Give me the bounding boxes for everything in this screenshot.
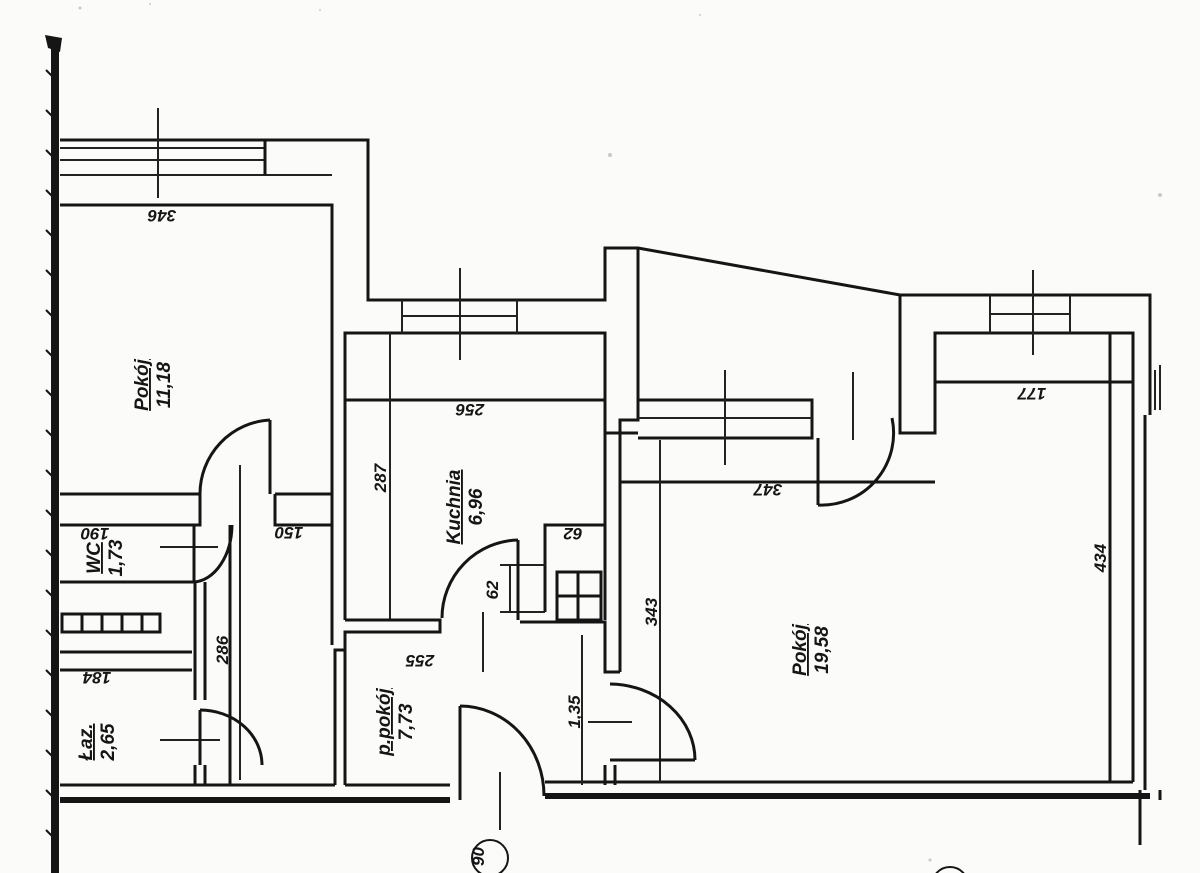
dim-434: 434 — [1091, 543, 1110, 573]
room-name-lazienka: Łaz. — [76, 724, 97, 762]
dim-346: 346 — [147, 206, 176, 225]
door-pokoj-big — [609, 682, 697, 762]
dim-256: 256 — [455, 400, 485, 419]
room-area-pokoj-top: 11,18 — [154, 362, 175, 409]
door-pokoj-top — [198, 418, 272, 495]
door-balcony — [816, 417, 896, 507]
dim-135: 1,35 — [565, 695, 584, 729]
dim-150: 150 — [274, 523, 303, 542]
dim-177: 177 — [1016, 384, 1046, 403]
dim-62-side: 62 — [483, 580, 502, 599]
doors — [192, 417, 896, 800]
room-name-przedpokoj: p.pokój — [374, 688, 395, 757]
room-area-pokoj-big: 19,58 — [812, 626, 833, 674]
room-name-pokoj-top: Pokój — [132, 358, 153, 410]
dim-287: 287 — [371, 462, 390, 493]
paper-texture — [78, 3, 1162, 862]
dimension-lines — [157, 108, 1034, 830]
room-area-kuchnia: 6,96 — [466, 488, 487, 525]
left-exterior-wall — [45, 35, 62, 873]
outer-walls — [60, 138, 1162, 845]
axis-label: 90 — [469, 847, 488, 866]
dim-62-top: 62 — [563, 524, 582, 543]
dim-190: 190 — [80, 524, 109, 543]
door-lazienka — [198, 708, 264, 766]
room-name-pokoj-big: Pokój — [790, 623, 811, 675]
room-name-kuchnia: Kuchnia — [444, 469, 465, 544]
interior-walls — [60, 492, 620, 785]
room-area-przedpokoj: 7,73 — [396, 703, 417, 740]
dim-343: 343 — [642, 597, 661, 626]
room-name-wc: WC — [84, 542, 105, 574]
room-area-lazienka: 2,65 — [98, 723, 119, 761]
axis-marker: 90 — [469, 839, 965, 873]
dim-255: 255 — [405, 651, 435, 670]
dim-286: 286 — [213, 635, 232, 665]
dim-347: 347 — [752, 480, 782, 499]
dimension-labels: 346 256 287 150 190 286 184 255 62 62 1,… — [80, 206, 1110, 729]
door-wc — [192, 524, 234, 584]
door-kuchnia — [440, 538, 520, 620]
door-entrance — [458, 704, 546, 800]
room-labels: Pokój 11,18 WC 1,73 Łaz. 2,65 p.pokój 7,… — [76, 358, 833, 761]
dim-184: 184 — [82, 668, 111, 687]
room-area-wc: 1,73 — [106, 539, 127, 576]
